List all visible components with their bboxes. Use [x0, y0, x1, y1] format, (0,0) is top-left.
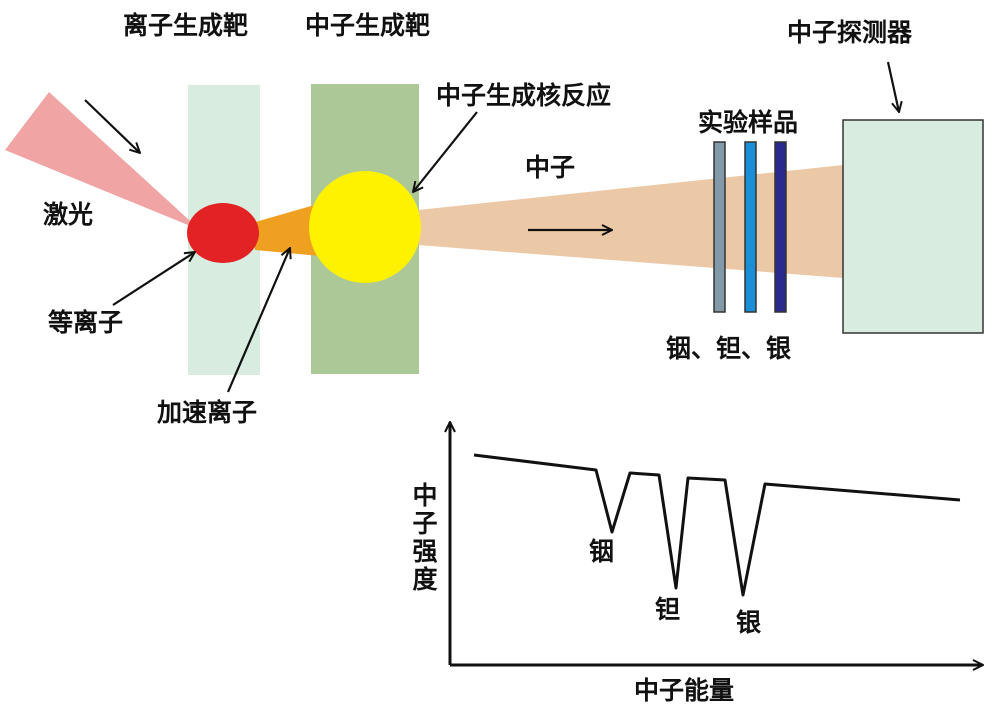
ion-pointer-arrow: [226, 248, 290, 393]
detector-label: 中子探测器: [787, 18, 913, 47]
plasma-pointer-arrow: [112, 252, 195, 306]
dip-label-tantalum: 钽: [655, 595, 681, 624]
sample-plate-indium: [713, 141, 726, 313]
plasma-label: 等离子: [48, 308, 124, 337]
reaction-label: 中子生成核反应: [436, 81, 612, 110]
ion-beam: [252, 204, 320, 256]
neutron-target-label: 中子生成靶: [305, 11, 431, 40]
reaction-spot: [309, 171, 421, 283]
sample-plate-silver: [774, 141, 787, 313]
spectrum-curve: [473, 453, 961, 597]
neutron-beam: [418, 165, 843, 278]
spectrum-x-label: 中子能量: [634, 676, 735, 705]
laser-label: 激光: [43, 200, 94, 229]
dip-label-silver: 银: [736, 608, 762, 637]
neutron-detector-box: [842, 119, 984, 334]
laser-direction-arrow: [84, 99, 140, 153]
plasma-spot: [187, 203, 259, 263]
dip-label-indium: 铟: [589, 537, 615, 566]
ion-target-label: 离子生成靶: [123, 11, 249, 40]
accelerated-ions-label: 加速离子: [157, 398, 258, 427]
samples-label: 实验样品: [698, 108, 799, 137]
detector-pointer-arrow: [886, 61, 899, 112]
reaction-pointer-arrow: [413, 111, 478, 192]
neutron-label: 中子: [525, 153, 576, 182]
sample-plate-tantalum: [744, 141, 757, 313]
spectrum-y-label: 中子强度: [412, 481, 438, 594]
sample-elements-label: 铟、钽、银: [666, 334, 792, 363]
laser-beam: [5, 92, 200, 230]
